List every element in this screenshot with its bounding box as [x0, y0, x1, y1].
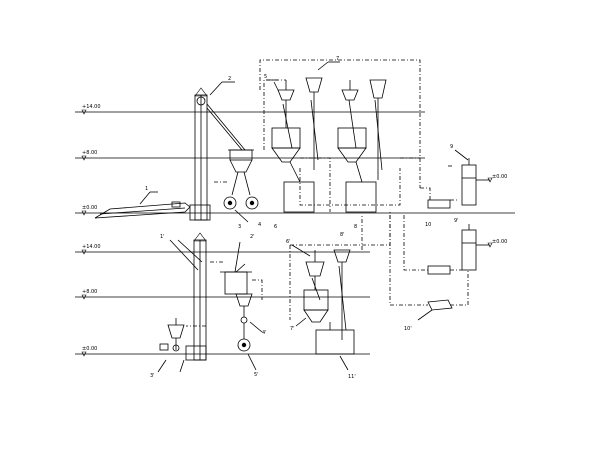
label-3: 3 — [238, 224, 241, 230]
label-11p: 11' — [348, 374, 356, 380]
conveyor-1: 1 — [94, 186, 191, 219]
silos-upper: 5 7 6 8 — [264, 56, 387, 230]
label-2: 2 — [228, 76, 231, 82]
lower-cyclone-left: 3' — [150, 318, 185, 379]
label-1: 1 — [145, 186, 148, 192]
label-9: 9 — [450, 144, 453, 150]
level-label-lower-14: +14.00 — [82, 244, 101, 250]
lower-hopper-mill: 2' 4' 5' — [220, 234, 267, 378]
bucket-elevator-1p: 1' — [160, 232, 207, 361]
filter-unit-10p: 10' — [404, 299, 453, 332]
label-5: 5 — [264, 74, 267, 80]
level-label-upper-0: ±0.00 — [82, 205, 97, 211]
filter-unit-9: ±0.00 9 10 — [425, 144, 507, 228]
level-label-upper-8: +8.00 — [82, 150, 97, 156]
label-7p: 7' — [290, 326, 295, 332]
label-2p: 2' — [250, 234, 255, 240]
bucket-elevator-2: 2 — [189, 76, 246, 221]
label-10p: 10' — [404, 326, 412, 332]
level-label-lower-8: +8.00 — [82, 289, 97, 295]
level-label-right-2: ±0.00 — [492, 239, 507, 245]
lower-level-lines: +14.00 +8.00 ±0.00 — [75, 244, 370, 357]
hopper-mills-3-4: 3 4 — [223, 149, 261, 230]
upper-ducts — [214, 59, 458, 212]
lower-silo: 6' 7' 8' 11' — [286, 232, 356, 380]
label-6: 6 — [274, 224, 277, 230]
label-6p: 6' — [286, 239, 291, 245]
filter-unit-9p: ±0.00 9' — [389, 215, 507, 306]
label-7: 7 — [336, 56, 339, 62]
label-4p: 4' — [262, 330, 267, 336]
upper-level-lines: +14.00 +8.00 ±0.00 — [75, 104, 515, 216]
label-1p: 1' — [160, 234, 165, 240]
label-5p: 5' — [254, 372, 259, 378]
label-8p: 8' — [340, 232, 345, 238]
label-10: 10 — [425, 222, 431, 228]
label-8: 8 — [354, 224, 357, 230]
label-9p: 9' — [454, 218, 459, 224]
level-label-right-1: ±0.00 — [492, 174, 507, 180]
lower-ducts — [186, 210, 391, 327]
label-4: 4 — [258, 222, 261, 228]
level-label-lower-0: ±0.00 — [82, 346, 97, 352]
level-label-upper-14: +14.00 — [82, 104, 101, 110]
label-3p: 3' — [150, 373, 155, 379]
